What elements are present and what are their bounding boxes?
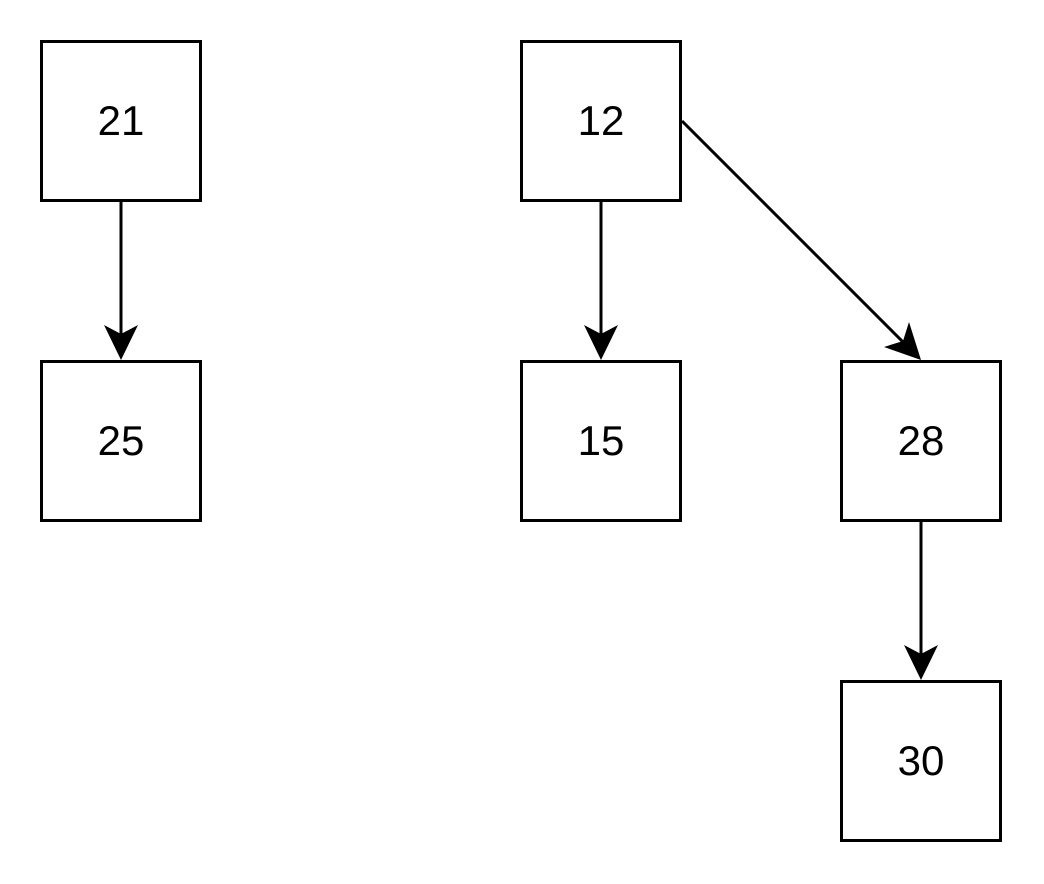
- node-25-label: 25: [97, 417, 145, 464]
- node-30: 30: [840, 680, 1002, 842]
- node-25: 25: [40, 360, 202, 522]
- edge-28-to-30: [904, 521, 938, 680]
- node-15-label: 15: [577, 417, 625, 464]
- edge-21-to-25: [104, 201, 138, 360]
- node-15: 15: [520, 360, 682, 522]
- edge-12-to-15: [584, 201, 618, 360]
- node-30-label: 30: [897, 737, 945, 784]
- node-28: 28: [840, 360, 1002, 522]
- node-21: 21: [40, 40, 202, 202]
- edge-12-to-28: [680, 119, 921, 360]
- node-21-label: 21: [97, 97, 145, 144]
- node-28-label: 28: [897, 417, 945, 464]
- node-12: 12: [520, 40, 682, 202]
- node-12-label: 12: [577, 97, 625, 144]
